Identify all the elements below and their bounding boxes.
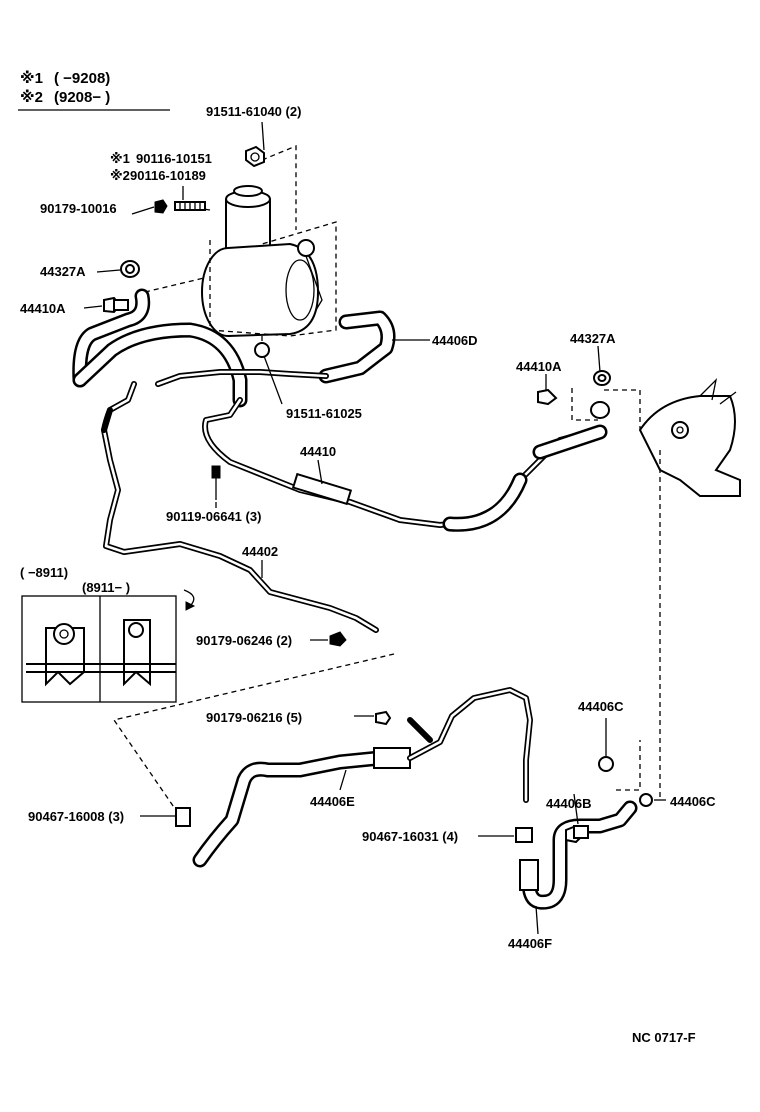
clamp-90467-16031	[515, 827, 533, 843]
label-44406c-top: 44406C	[578, 699, 624, 714]
tube-44402	[101, 381, 379, 633]
legend-row1-range: ( −9208)	[54, 70, 110, 87]
nut-90179-06216	[375, 710, 392, 726]
leader-lines	[83, 121, 666, 935]
clamp-90467-16008	[175, 807, 191, 827]
label-90179-06216: 90179-06216 (5)	[206, 710, 302, 725]
hose-44406e	[192, 687, 533, 868]
label-90467-16008: 90467-16008 (3)	[28, 809, 124, 824]
label-90179-06246: 90179-06246 (2)	[196, 633, 292, 648]
dashed-guide-44410a	[571, 388, 598, 421]
steering-gear-box	[638, 378, 741, 497]
legend: ※1 ( −9208) ※2 (9208− )	[18, 69, 170, 111]
nut-90179-06246	[329, 631, 347, 647]
label-44410a-right: 44410A	[516, 359, 562, 374]
label-90116-10151: 90116-10151	[136, 151, 212, 166]
union-44406b	[565, 824, 589, 844]
label-90467-16031: 90467-16031 (4)	[362, 829, 458, 844]
label-91511-61040: 91511-61040 (2)	[206, 104, 301, 119]
return-hose-44406d	[155, 310, 396, 387]
dashed-guide-44406e	[112, 653, 395, 817]
label-90119-06641: 90119-06641 (3)	[166, 509, 261, 524]
dashed-guide-44406b	[616, 740, 641, 791]
label-44406b: 44406B	[546, 796, 592, 811]
label-44327a-right: 44327A	[570, 331, 616, 346]
label-44406d: 44406D	[432, 333, 478, 348]
part-labels: 91511-61040 (2) ※1 90116-10151 ※2 90116-…	[20, 104, 716, 1045]
hose-44406f	[519, 800, 638, 910]
stud-90116	[154, 186, 206, 214]
bolt-91511-61025	[254, 342, 270, 358]
label-44327a-left: 44327A	[40, 264, 86, 279]
legend-row2-mark: ※2	[20, 88, 43, 106]
power-steering-pump	[144, 145, 337, 348]
gasket-44406c	[598, 756, 653, 807]
label-44406e: 44406E	[310, 794, 355, 809]
figure-code: NC 0717-F	[632, 1030, 696, 1045]
pressure-hose-44410	[72, 288, 608, 532]
union-bolt-44410a-right	[537, 388, 558, 406]
clamp-90119-06641	[211, 465, 221, 500]
legend-row2-range: (9208− )	[54, 89, 110, 106]
legend-row1-mark: ※1	[20, 69, 43, 87]
gasket-44327a-left	[120, 260, 140, 278]
union-bolt-44410a-left	[103, 296, 129, 314]
label-mark-2: ※2	[110, 168, 130, 183]
label-44406f: 44406F	[508, 936, 552, 951]
label-44402: 44402	[242, 544, 278, 559]
label-44410: 44410	[300, 444, 336, 459]
label-inset-range2: (8911− )	[82, 580, 130, 595]
label-44410a-left: 44410A	[20, 301, 66, 316]
gasket-44327a-right	[590, 370, 611, 419]
label-90116-10189: 90116-10189	[130, 168, 206, 183]
label-90179-10016: 90179-10016	[40, 201, 117, 216]
label-44406c-right: 44406C	[670, 794, 716, 809]
bolt-91511-61040	[245, 145, 265, 168]
inset-clamp-variants	[21, 589, 196, 703]
label-inset-range1: ( −8911)	[20, 565, 68, 580]
label-mark-1: ※1	[110, 151, 130, 166]
dashed-guide-gear	[604, 389, 641, 430]
label-91511-61025: 91511-61025	[286, 406, 362, 421]
